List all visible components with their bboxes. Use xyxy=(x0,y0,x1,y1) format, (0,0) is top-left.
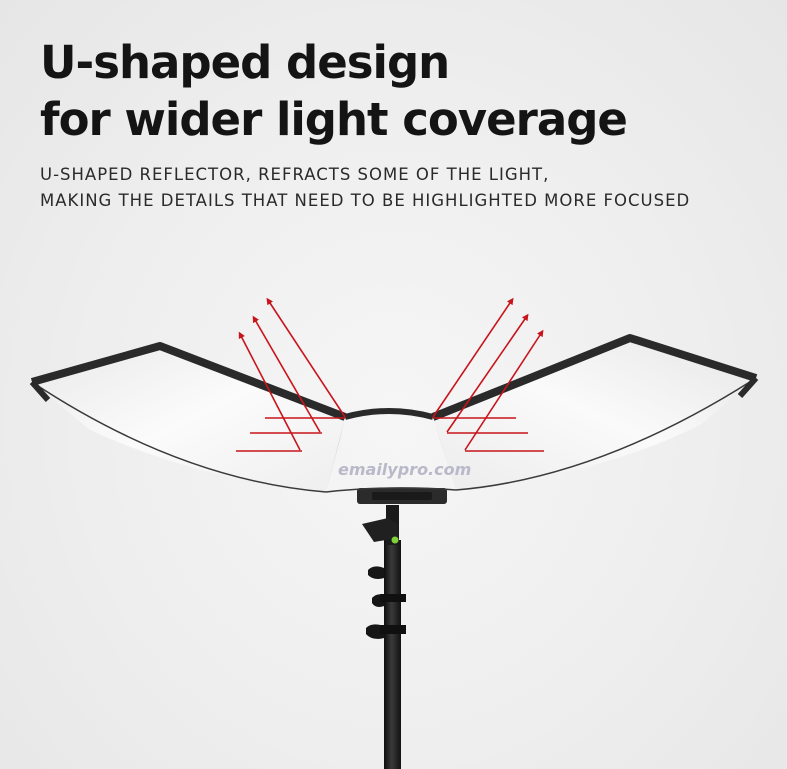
reflector-panel xyxy=(29,334,759,493)
headline-line-2: for wider light coverage xyxy=(40,93,628,146)
arrow-up-left-icon xyxy=(236,297,346,452)
headline-line-1: U-shaped design xyxy=(40,36,450,89)
light-stand xyxy=(357,488,447,769)
arrow-up-right-icon xyxy=(432,297,544,452)
watermark: emailypro.com xyxy=(338,460,471,479)
subheadline: U-SHAPED REFLECTOR, REFRACTS SOME OF THE… xyxy=(40,162,690,214)
headline: U-shaped design for wider light coverage xyxy=(40,34,628,148)
lock-indicator xyxy=(391,536,399,544)
subheadline-line-2: MAKING THE DETAILS THAT NEED TO BE HIGHL… xyxy=(40,191,691,210)
subheadline-line-1: U-SHAPED REFLECTOR, REFRACTS SOME OF THE… xyxy=(40,165,550,184)
